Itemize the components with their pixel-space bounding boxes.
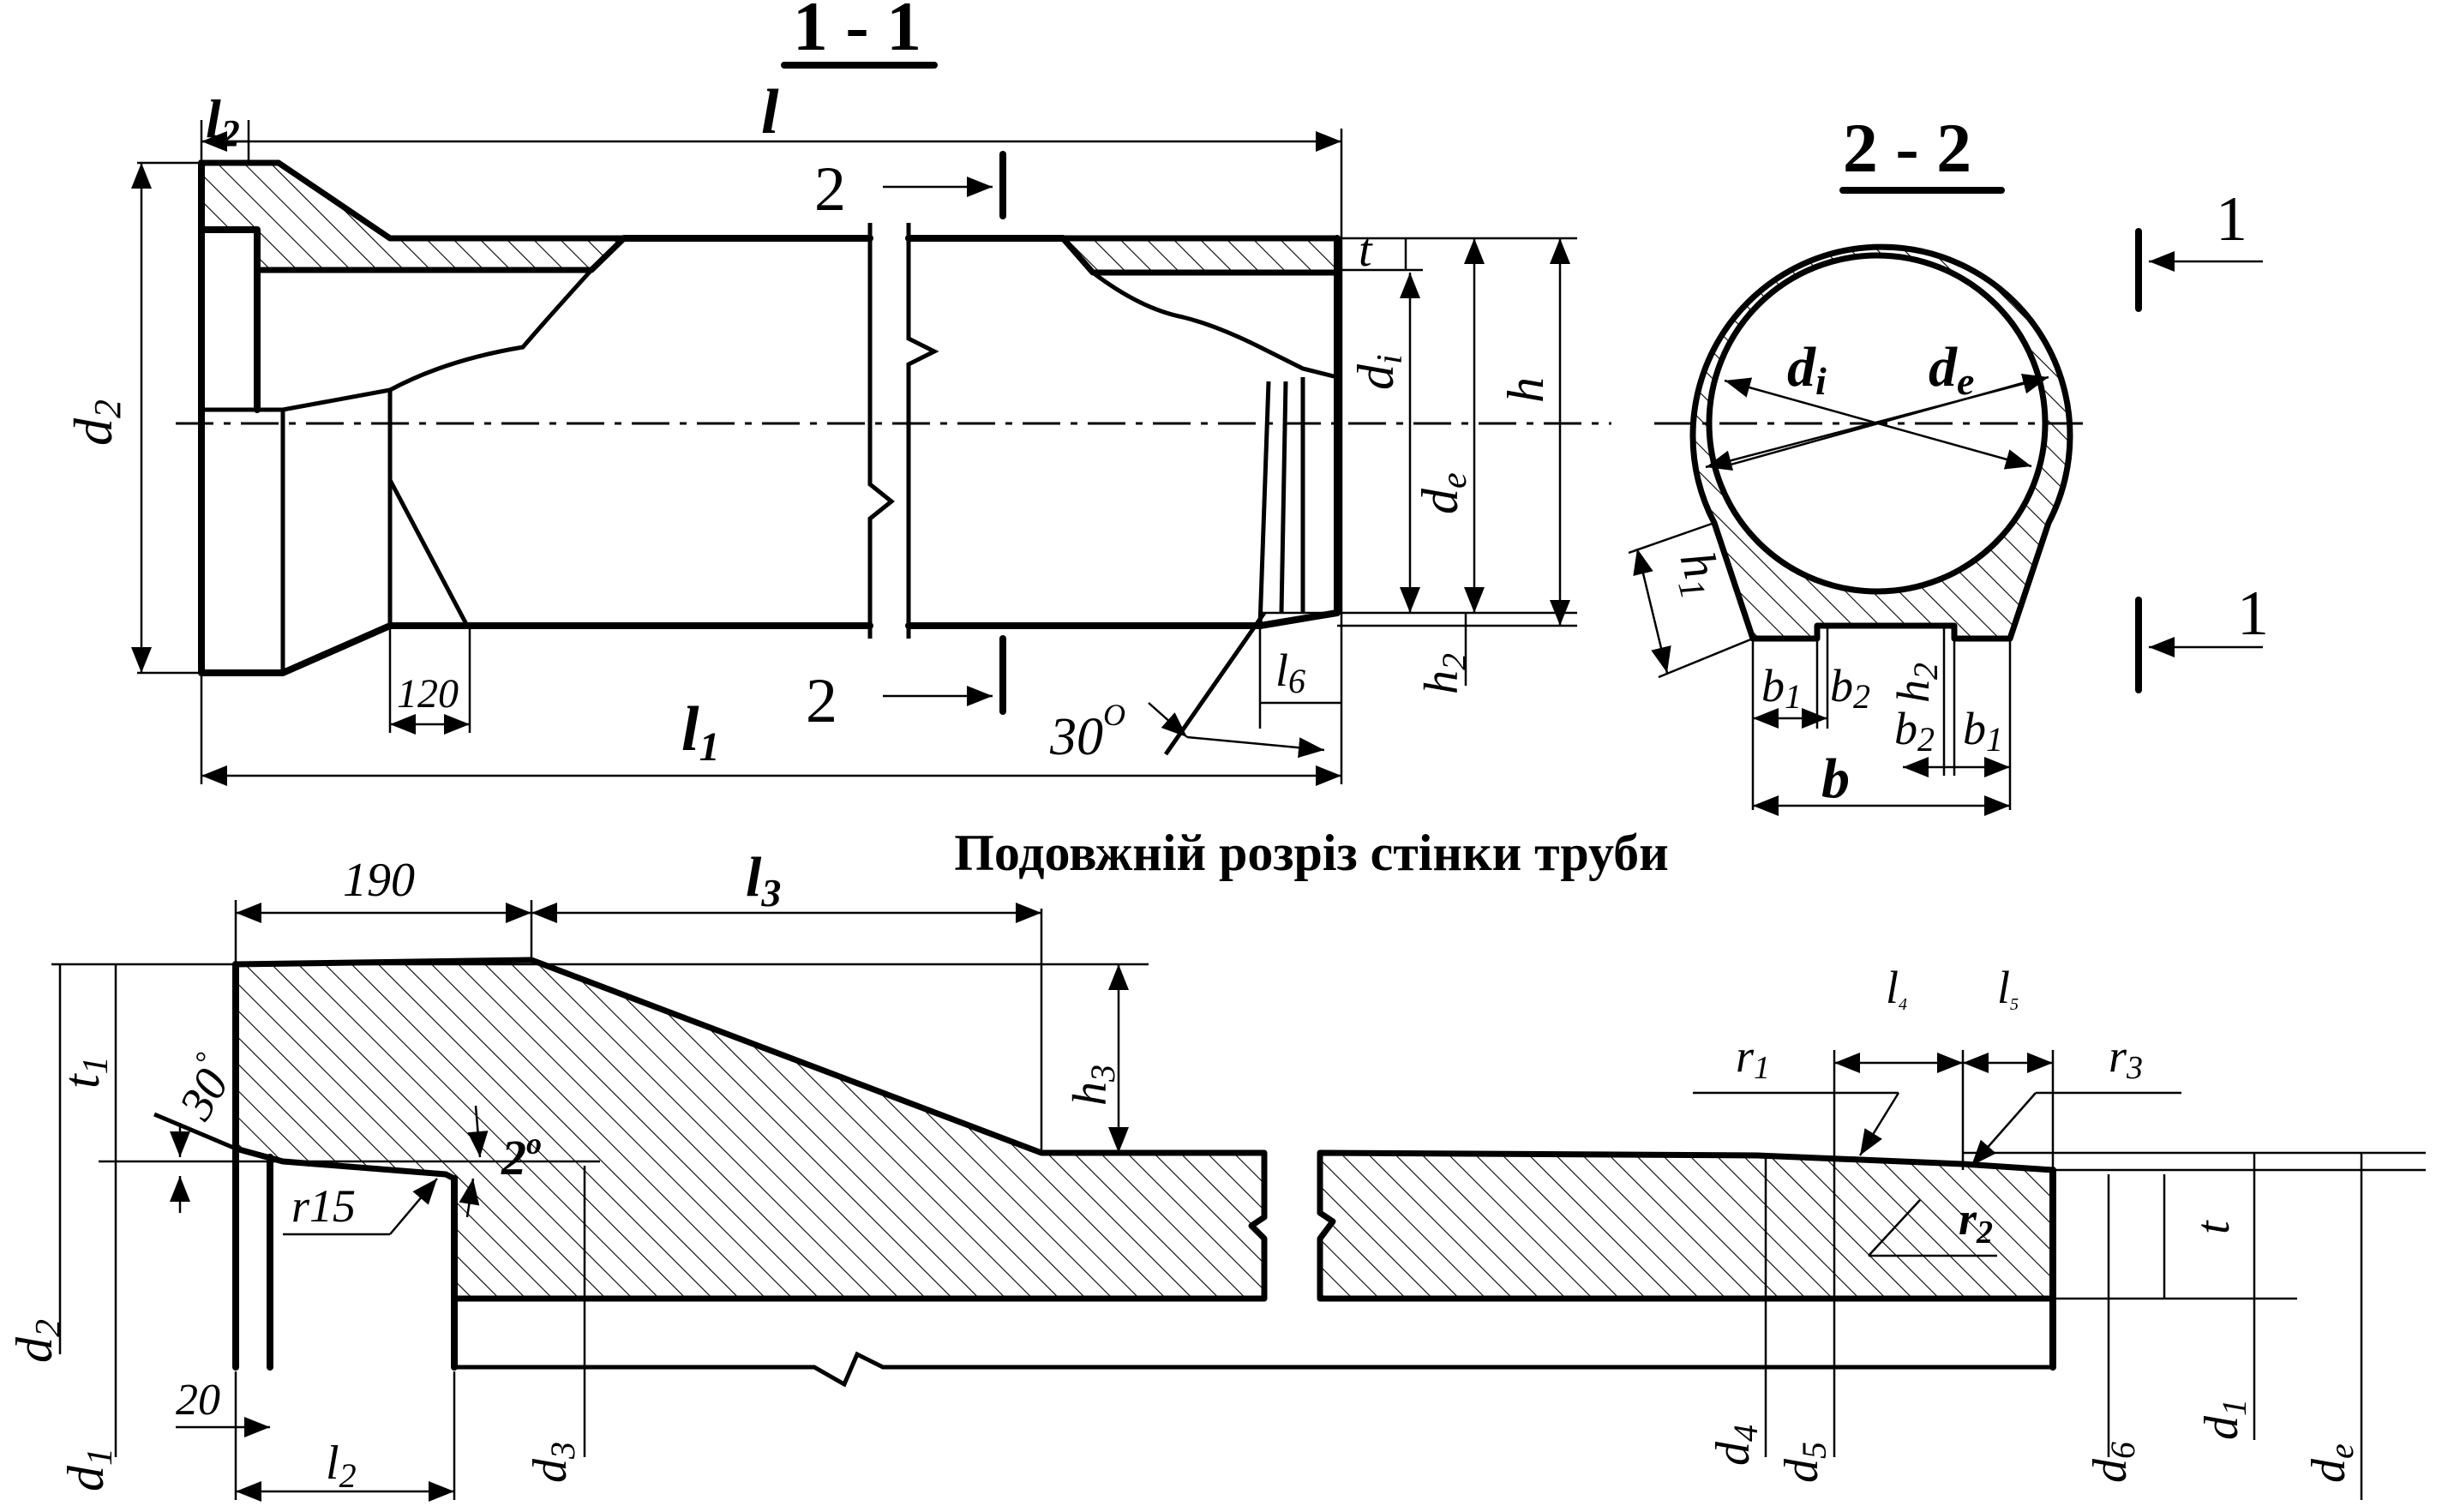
ext-h1-bot <box>1658 637 1754 679</box>
bell-inner-curve <box>201 267 597 412</box>
label-r1: r1 <box>1736 1030 1770 1086</box>
label-l2: l2 <box>206 88 240 154</box>
spigot-end <box>1257 235 1341 629</box>
label-d6: d6 <box>2084 1442 2142 1483</box>
label-h: h <box>1497 377 1554 403</box>
label-l: l <box>761 77 779 147</box>
label-b2-right: b2 <box>1894 703 1935 759</box>
section-1-1: 1 - 1 <box>63 0 1611 786</box>
label-l5: l5 <box>1997 962 2019 1014</box>
label-r3: r3 <box>2109 1030 2143 1086</box>
label-h1: h1 <box>1664 546 1734 603</box>
label-de: de <box>1412 472 1474 514</box>
label-l3: l3 <box>746 846 781 915</box>
section-1-1-title: 1 - 1 <box>793 0 921 65</box>
label-l2: l2 <box>326 1437 357 1495</box>
label-angle-2: 2o <box>501 1126 542 1185</box>
label-d5: d5 <box>1775 1442 1833 1483</box>
label-r15: r15 <box>291 1180 356 1232</box>
label-cut-2-upper: 2 <box>814 154 846 225</box>
section-2-2: 2 - 2 di de h1 h2 b1 b2 <box>1628 109 2269 816</box>
label-d1-left: d1 <box>57 1448 120 1491</box>
label-cut-1-lower: 1 <box>2237 579 2269 649</box>
label-t: t <box>1359 224 1373 277</box>
inner-surface-line <box>454 1351 2053 1388</box>
label-20: 20 <box>176 1376 220 1425</box>
label-cut-2-lower: 2 <box>806 666 837 736</box>
angle-30-arrow-a <box>1148 702 1188 738</box>
dim-cs-de <box>1705 374 2049 471</box>
break-line-left <box>867 223 896 639</box>
angle-30-line <box>1163 611 1267 756</box>
spigot-inner-curve <box>1091 271 1338 380</box>
label-120: 120 <box>397 671 459 717</box>
spigot-wall <box>1059 235 1341 276</box>
spigot-grooves <box>1257 377 1305 627</box>
label-l6: l6 <box>1275 645 1305 700</box>
label-b2-left: b2 <box>1830 660 1870 716</box>
bell-chamfer <box>387 478 470 627</box>
label-b1-right: b1 <box>1963 703 2003 759</box>
label-b: b <box>1821 747 1850 810</box>
ext-h1-top <box>1628 521 1715 555</box>
label-t1: t1 <box>53 1056 116 1089</box>
angle-2-arrow-b <box>459 1178 480 1218</box>
label-l1: l1 <box>681 694 720 770</box>
bell-section-wall <box>232 957 1268 1302</box>
label-cs-de: de <box>1929 336 1974 403</box>
label-d2: d2 <box>63 399 129 446</box>
label-angle-30: 30O <box>1049 698 1125 766</box>
label-d3: d3 <box>524 1442 582 1483</box>
longitudinal-title: Подовжній розріз стінки труби <box>954 825 1668 881</box>
label-cut-1-upper: 1 <box>2216 184 2247 255</box>
r1-arrow <box>1858 1092 1900 1156</box>
angle-30-mark <box>153 1112 237 1151</box>
dim-h1 <box>1633 548 1671 674</box>
label-t: t <box>2187 1220 2240 1234</box>
cross-section-ring <box>1689 243 2073 642</box>
break-line-right <box>906 223 939 639</box>
label-de: de <box>2302 1443 2361 1483</box>
label-190: 190 <box>343 854 415 907</box>
angle-2-arrow-a <box>467 1105 489 1158</box>
label-cs-h2: h2 <box>1887 663 1945 703</box>
r3-arrow <box>1971 1092 2037 1167</box>
label-di: di <box>1347 354 1410 390</box>
section-2-2-title: 2 - 2 <box>1843 109 1971 187</box>
label-r2: r2 <box>1959 1193 1993 1251</box>
angle-30-arrow-b <box>1186 735 1325 759</box>
label-b1-left: b1 <box>1761 660 1802 716</box>
label-cs-di: di <box>1787 336 1827 403</box>
r2-arrow-line <box>1868 1199 1921 1257</box>
label-h3: h3 <box>1064 1065 1122 1106</box>
bell-wall <box>198 159 627 273</box>
spigot-section-wall <box>1317 1149 2056 1302</box>
label-l4: l4 <box>1886 962 1907 1014</box>
bell-face-upper <box>198 226 261 413</box>
label-d4: d4 <box>1707 1425 1765 1466</box>
label-d2: d2 <box>6 1319 69 1363</box>
label-d1-right: d1 <box>2195 1399 2253 1440</box>
r15-arrow <box>389 1178 438 1235</box>
longitudinal-section: Подовжній розріз стінки труби <box>6 825 2426 1502</box>
label-h2: h2 <box>1415 653 1473 694</box>
